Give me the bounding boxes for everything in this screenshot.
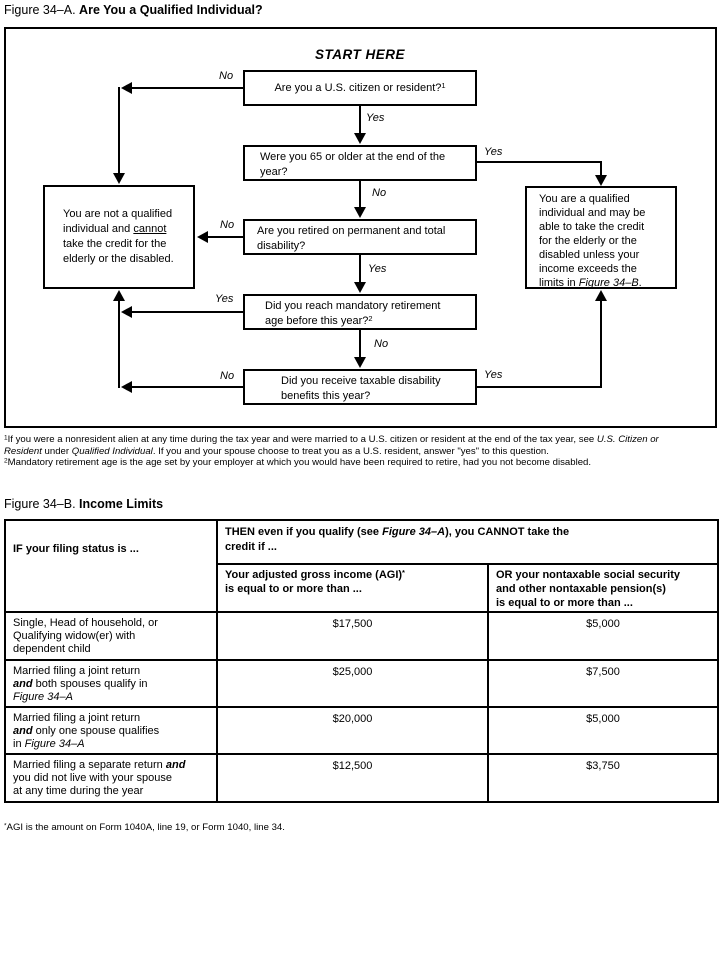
branch-label-yes: Yes [484, 146, 503, 158]
branch-label-no: No [219, 70, 234, 82]
branch-label-yes: Yes [215, 293, 234, 305]
question-box-taxable-benefits: Did you receive taxable disability benef… [243, 369, 477, 405]
figure-a-footnotes: 1If you were a nonresident alien at any … [4, 434, 718, 469]
ss-limit-cell: $3,750 [486, 753, 720, 803]
flowchart-arrows [113, 82, 607, 393]
question-box-mandatory-retirement: Did you reach mandatory retirement age b… [243, 294, 477, 330]
ss-limit-cell: $5,000 [486, 706, 720, 755]
branch-label-yes: Yes [366, 112, 385, 124]
table-row: Married filing a joint return and both s… [4, 659, 720, 708]
agi-limit-cell: $17,500 [216, 611, 489, 661]
social-security-header: OR your nontaxable social security and o… [486, 563, 720, 613]
ss-limit-cell: $5,000 [486, 611, 720, 661]
table-row: Married filing a separate return and you… [4, 753, 720, 803]
branch-label-no: No [220, 370, 235, 382]
question-box-citizen: Are you a U.S. citizen or resident?1 [243, 70, 477, 106]
agi-limit-cell: $25,000 [216, 659, 489, 708]
header-row-1: IF your filing status is ... THEN even i… [4, 519, 720, 613]
filing-status-cell: Married filing a separate return and you… [4, 753, 218, 803]
then-header: THEN even if you qualify (see Figure 34–… [215, 519, 720, 565]
filing-status-cell: Single, Head of household, or Qualifying… [4, 611, 218, 661]
start-here-label: START HERE [314, 47, 405, 62]
figure-a-title: Figure 34–A. Are You a Qualified Individ… [4, 3, 263, 17]
question-box-retired-disability: Are you retired on permanent and total d… [243, 219, 477, 255]
footnote-1: 1If you were a nonresident alien at any … [4, 434, 659, 457]
table-row: Single, Head of household, or Qualifying… [4, 611, 720, 661]
agi-limit-cell: $12,500 [216, 753, 489, 803]
question-box-age-65: Were you 65 or older at the end of the y… [243, 145, 477, 181]
branch-label-yes: Yes [484, 369, 503, 381]
footnote-2: 2Mandatory retirement age is the age set… [4, 457, 592, 468]
result-box-not-qualified: You are not a qualified individual and c… [43, 185, 195, 289]
filing-status-header: IF your filing status is ... [4, 519, 218, 613]
ss-limit-cell: $7,500 [486, 659, 720, 708]
branch-label-no: No [374, 338, 389, 350]
figure-a-flowchart: START HERE Are you a U.S. citizen or res… [4, 27, 717, 428]
filing-status-cell: Married filing a joint return and only o… [4, 706, 218, 755]
result-box-qualified: You are a qualified individual and may b… [525, 186, 677, 289]
branch-label-no: No [220, 219, 235, 231]
header-row-2: Your adjusted gross income (AGI)* is equ… [5, 563, 720, 613]
filing-status-cell: Married filing a joint return and both s… [4, 659, 218, 708]
income-limits-table: IF your filing status is ... THEN even i… [4, 519, 720, 803]
branch-label-yes: Yes [368, 263, 387, 275]
question-text: Are you a U.S. citizen or resident?1 [274, 80, 446, 94]
branch-label-no: No [372, 187, 387, 199]
agi-header: Your adjusted gross income (AGI)* is equ… [216, 563, 489, 613]
agi-limit-cell: $20,000 [216, 706, 489, 755]
figure-b-title: Figure 34–B. Income Limits [4, 497, 164, 511]
table-row: Married filing a joint return and only o… [4, 706, 720, 755]
agi-footnote: *AGI is the amount on Form 1040A, line 1… [4, 822, 285, 833]
